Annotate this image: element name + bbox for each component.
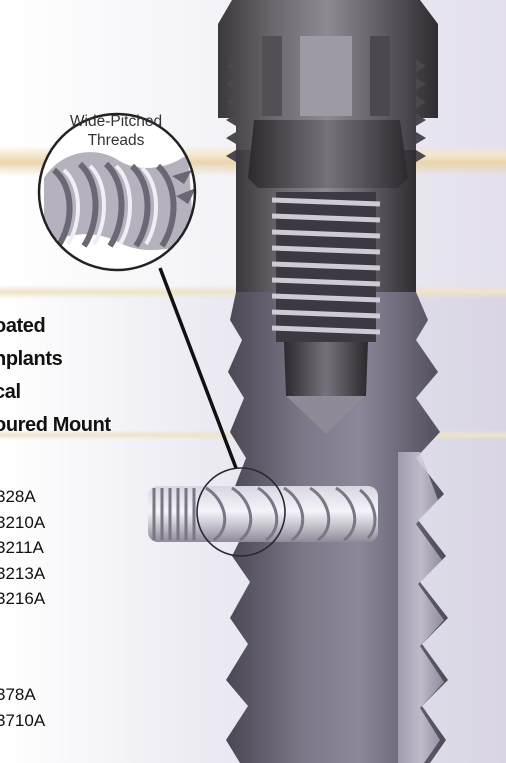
product-code: 3213A — [0, 563, 46, 583]
product-code: 328A — [0, 487, 36, 506]
callout-line: Wide-Pitched — [69, 113, 163, 130]
title-line: oured Mount — [0, 414, 111, 436]
product-code-list: 378A 3710A — [0, 682, 45, 733]
product-code: 3210A — [0, 512, 46, 532]
title-line: oated — [0, 315, 46, 337]
product-code: 3211A — [0, 538, 44, 557]
product-code: 378A — [0, 685, 36, 704]
title-line: nplants — [0, 348, 63, 370]
product-code: 3710A — [0, 710, 46, 730]
callout-line: Threads — [87, 132, 145, 149]
title-line: cal — [0, 381, 21, 403]
product-title: oated nplants cal oured Mount — [0, 310, 111, 442]
product-code-list: 328A 3210A 3211A 3213A 3216A — [0, 484, 45, 612]
wide-pitched-threads-callout: Wide-Pitched Threads — [44, 112, 188, 150]
product-code: 3216A — [0, 589, 46, 608]
